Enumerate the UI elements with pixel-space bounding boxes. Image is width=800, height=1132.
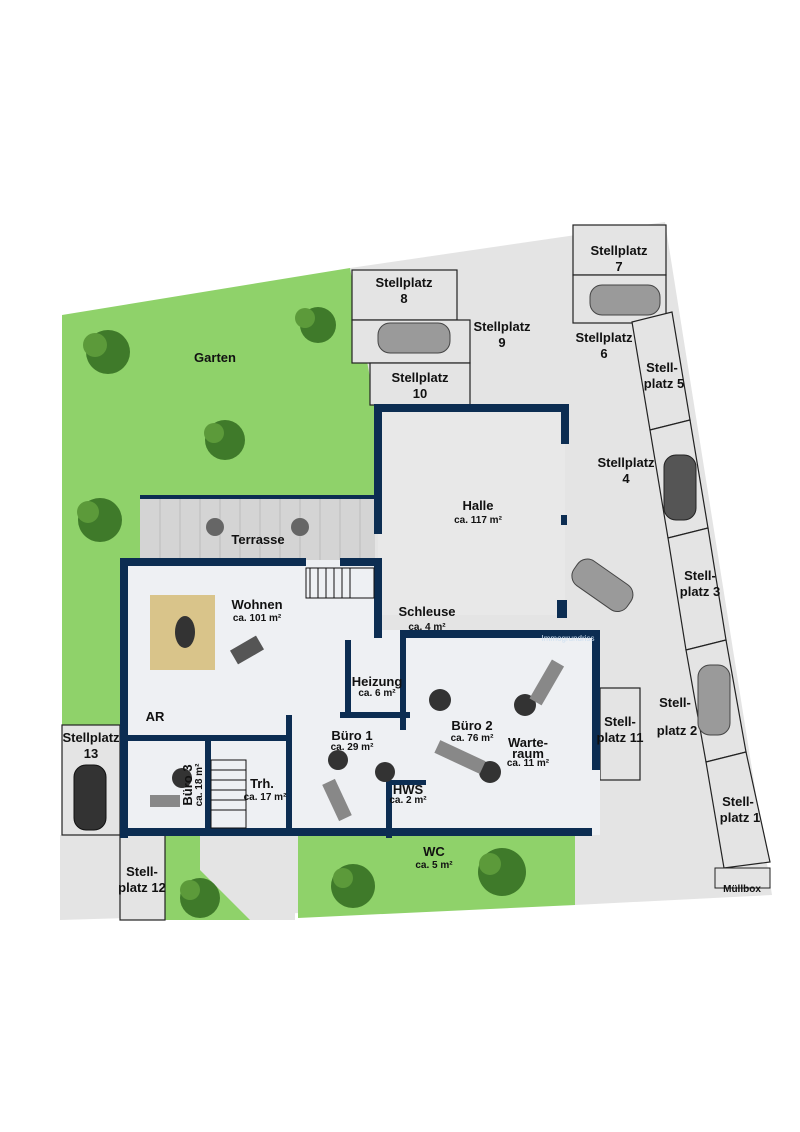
parking-label-8a: Stellplatz [375, 275, 433, 290]
parking-space-1 [705, 751, 771, 869]
tree-icon [331, 864, 375, 908]
parking-label-10a: Stellplatz [391, 370, 449, 385]
car-icon [697, 664, 731, 736]
waste-box [714, 867, 771, 889]
tree-icon [295, 307, 336, 343]
terrace-table-icon [291, 518, 309, 536]
tree-icon [83, 330, 130, 374]
parking-space-8 [351, 269, 458, 321]
parking-label-5b: platz 5 [644, 376, 684, 391]
tree-icon [204, 420, 245, 460]
parking-label-11a: Stell- [604, 714, 636, 729]
room-halle-area: ca. 117 m² [454, 515, 502, 526]
parking-label-3a: Stell- [684, 568, 716, 583]
parking-label-5a: Stell- [646, 360, 678, 375]
room-halle-name: Halle [462, 498, 493, 513]
room-wc-name: WC [423, 844, 445, 859]
dining-table-icon [175, 616, 195, 648]
garden-label: Garten [194, 350, 236, 365]
car-icon [589, 284, 661, 316]
walls [120, 404, 600, 838]
parking-space-12 [119, 834, 166, 921]
tree-icon [77, 498, 122, 542]
tree-icon [180, 878, 220, 918]
parking-label-10b: 10 [413, 386, 427, 401]
sofa-icon [230, 635, 264, 665]
room-buero1-name: Büro 1 [331, 728, 372, 743]
terrace-label: Terrasse [231, 532, 284, 547]
tree-icons [77, 307, 526, 918]
parking-label-9b: 9 [498, 335, 505, 350]
room-ar-name: AR [146, 709, 165, 724]
waste-box-label: Müllbox [723, 884, 761, 895]
room-buero1-area: ca. 29 m² [331, 742, 374, 753]
parking-label-1a: Stell- [722, 794, 754, 809]
room-buero2-area: ca. 76 m² [451, 733, 494, 744]
room-hws-area: ca. 2 m² [389, 795, 427, 806]
parking-label-6a: Stellplatz [575, 330, 633, 345]
parking-label-4b: 4 [622, 471, 630, 486]
room-schleuse-name: Schleuse [398, 604, 455, 619]
car-icon [663, 454, 697, 521]
parking-label-6b: 6 [600, 346, 607, 361]
parking-label-3b: platz 3 [680, 584, 720, 599]
car-icon [571, 558, 634, 613]
staircase-icon [305, 567, 375, 599]
parking-label-12b: platz 12 [118, 880, 166, 895]
staircase-icon [210, 759, 247, 829]
parking-label-12a: Stell- [126, 864, 158, 879]
parking-label-9a: Stellplatz [473, 319, 531, 334]
terrace-table-icon [206, 518, 224, 536]
parking-label-13b: 13 [84, 746, 98, 761]
room-warteraum-name-line2: raum [512, 746, 544, 761]
parking-label-11b: platz 11 [597, 730, 644, 745]
room-warteraum-area: ca. 11 m² [507, 758, 550, 769]
car-icons [73, 284, 731, 831]
parking-space-11 [599, 687, 641, 781]
parking-label-7b: 7 [615, 259, 622, 274]
parking-label-2b: platz 2 [657, 723, 697, 738]
watermark: Immogrundriss [542, 634, 595, 643]
terrace-boards [159, 498, 361, 560]
parking-label-2a: Stell- [659, 695, 691, 710]
parking-label-1b: platz 1 [720, 810, 760, 825]
room-wohnen-area: ca. 101 m² [233, 613, 282, 624]
room-hws-name: HWS [393, 782, 424, 797]
room-trh-area: ca. 17 m² [244, 792, 287, 803]
room-warteraum-name-line1: Warte- [508, 735, 548, 750]
desk-icons [150, 659, 565, 822]
room-buero3-name: Büro 3 [180, 764, 195, 805]
hall-floor [378, 408, 565, 615]
parking-space-7 [572, 224, 667, 276]
room-wc-area: ca. 5 m² [415, 860, 453, 871]
car-icon [73, 764, 107, 831]
office-table-icons [172, 689, 536, 788]
parking-label-7a: Stellplatz [590, 243, 648, 258]
entrance-path [200, 835, 295, 920]
room-heizung-name: Heizung [352, 674, 403, 689]
room-wohnen-name: Wohnen [231, 597, 282, 612]
car-icon [377, 322, 451, 354]
room-heizung-area: ca. 6 m² [358, 688, 396, 699]
room-buero3-area: ca. 18 m² [194, 763, 205, 806]
room-buero2-name: Büro 2 [451, 718, 492, 733]
room-schleuse-area: ca. 4 m² [408, 622, 446, 633]
parking-label-4a: Stellplatz [597, 455, 655, 470]
room-trh-name: Trh. [250, 776, 274, 791]
terrace [140, 498, 375, 560]
tree-icon [478, 848, 526, 896]
parking-label-8b: 8 [400, 291, 407, 306]
parking-label-13a: Stellplatz [62, 730, 120, 745]
labels: Garten Terrasse Müllbox Wohnen ca. 101 m… [62, 243, 761, 895]
